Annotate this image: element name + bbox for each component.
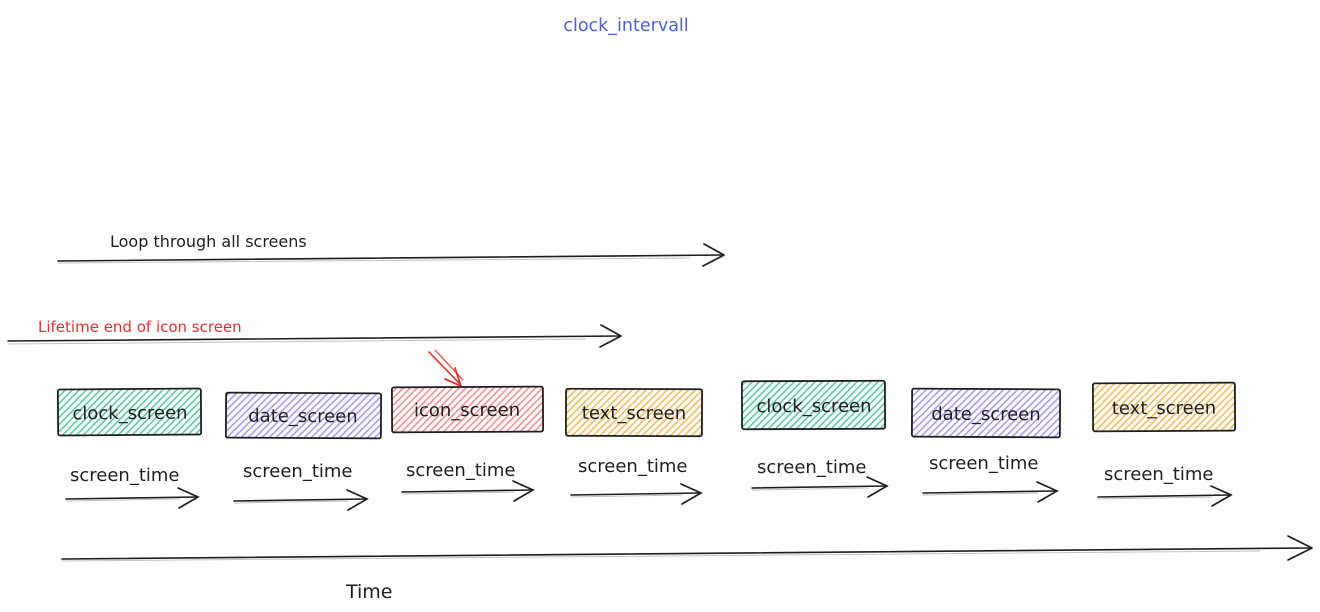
loop-arrow-line (57, 254, 724, 262)
screen-time-group-4: screen_time (570, 456, 703, 505)
screen-box-clock-screen-2: clock_screen (741, 379, 886, 431)
screen-time-arrow (65, 487, 200, 509)
screen-time-arrow (570, 483, 703, 505)
time-axis-label: Time (345, 581, 393, 603)
screen-time-label: screen_time (929, 453, 1039, 474)
screen-box-label: clock_screen (72, 403, 187, 425)
screen-time-group-3: screen_time (401, 460, 535, 502)
screen-time-arrow (233, 489, 369, 511)
screen-box-rect (390, 385, 545, 434)
screen-time-arrow (922, 481, 1059, 503)
loop-arrow (57, 243, 725, 267)
screen-box-rect (741, 379, 886, 431)
lifetime-arrow-line-echo (7, 338, 586, 345)
lifetime-arrowhead-icon (599, 324, 622, 348)
screen-box-label: icon_screen (414, 400, 520, 422)
screen-box-label: text_screen (1112, 398, 1216, 420)
screen-time-group-2: screen_time (233, 461, 369, 511)
screen-time-arrow (1097, 485, 1233, 507)
screen-time-group-7: screen_time (1097, 464, 1233, 507)
screen-box-rect (910, 387, 1062, 439)
screen-time-group-5: screen_time (751, 457, 889, 498)
time-axis-arrow (61, 535, 1313, 562)
time-axis-line-echo (61, 550, 1261, 562)
screen-time-label: screen_time (1104, 464, 1214, 485)
lifetime-arrow-line (7, 335, 621, 342)
screen-time-label: screen_time (578, 456, 688, 477)
time-axis-line (61, 547, 1312, 560)
loop-arrowhead-icon (702, 243, 725, 267)
screen-box-label: date_screen (931, 404, 1041, 426)
screen-box-icon-screen: icon_screen (390, 385, 545, 434)
loop-arrow-line-echo (57, 257, 691, 264)
screen-box-rect (56, 387, 203, 437)
lifetime-arrow (7, 324, 622, 348)
screen-time-arrow (751, 476, 889, 498)
lifetime-arrow-label: Lifetime end of icon screen (38, 318, 242, 336)
screen-box-clock-screen-1: clock_screen (56, 387, 203, 437)
screen-time-group-1: screen_time (65, 465, 200, 509)
screen-time-label: screen_time (757, 457, 867, 478)
icon-screen-pointer-arrow (428, 349, 464, 387)
screen-time-group-6: screen_time (922, 453, 1059, 503)
screen-box-rect (1091, 381, 1237, 433)
screen-box-date-screen-1: date_screen (224, 391, 383, 440)
screen-time-label: screen_time (406, 460, 516, 481)
screen-time-label: screen_time (70, 465, 180, 486)
time-axis-arrowhead-icon (1287, 535, 1313, 561)
screen-box-label: date_screen (248, 406, 358, 428)
screen-box-label: clock_screen (756, 396, 871, 417)
screen-box-rect (565, 387, 703, 438)
screen-box-label: text_screen (582, 403, 686, 424)
screen-time-label: screen_time (243, 461, 353, 482)
screen-time-arrow (401, 480, 535, 502)
screen-box-text-screen-2: text_screen (1091, 381, 1237, 433)
screen-box-text-screen-1: text_screen (565, 387, 703, 438)
diagram-title: clock_intervall (563, 16, 688, 36)
loop-arrow-label: Loop through all screens (110, 232, 307, 251)
screen-box-date-screen-2: date_screen (910, 387, 1062, 439)
screen-box-rect (224, 391, 383, 440)
